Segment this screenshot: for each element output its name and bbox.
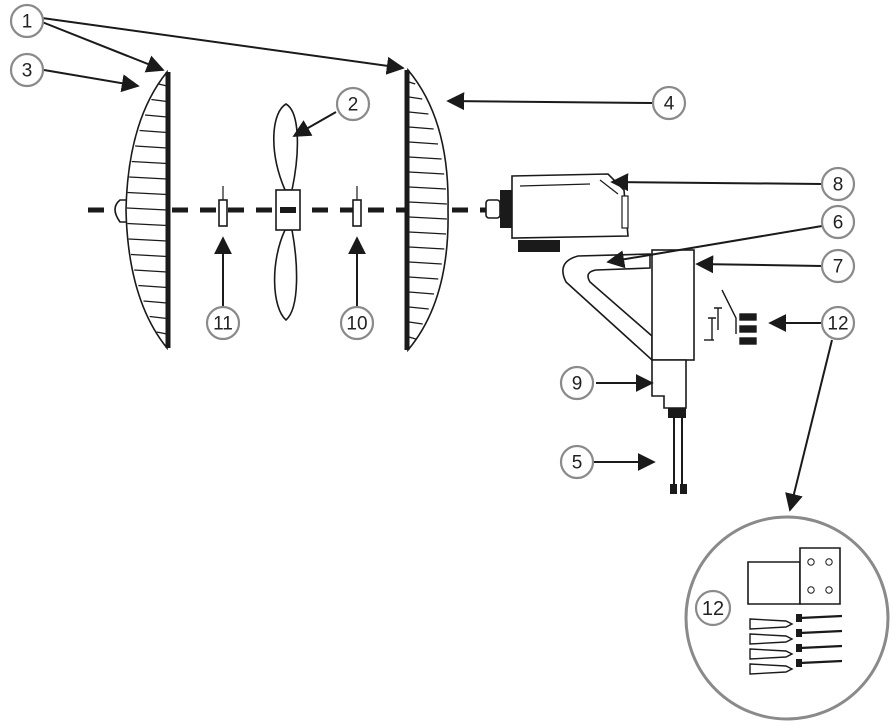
callout-11-label: 11 [213, 314, 233, 335]
callout-7: 7 [820, 248, 856, 284]
callout-11: 11 [205, 305, 241, 341]
callout-9: 9 [559, 365, 595, 401]
front-spinner [218, 186, 228, 227]
callout-2-label: 2 [348, 95, 359, 116]
callout-3: 3 [9, 52, 45, 88]
front-guard [114, 69, 171, 351]
callout-12: 12 [820, 305, 856, 341]
callout-10-label: 10 [346, 314, 367, 335]
wall-anchors [749, 618, 794, 675]
callout-1: 1 [9, 3, 45, 39]
leader-lines [41, 17, 833, 512]
callout-8: 8 [820, 166, 856, 202]
screws [796, 614, 843, 667]
callout-8-label: 8 [833, 175, 844, 196]
callout-10: 10 [339, 305, 375, 341]
rear-spinner [352, 186, 362, 227]
callout-1-label: 1 [22, 12, 33, 33]
inset-callout-12: 12 [694, 589, 732, 627]
callout-6: 6 [820, 204, 856, 240]
callout-4-label: 4 [664, 94, 675, 115]
small-mounting-hardware [704, 289, 757, 345]
callout-3-label: 3 [22, 61, 33, 82]
callout-6-label: 6 [833, 213, 844, 234]
rear-guard [404, 67, 449, 353]
callout-7-label: 7 [833, 257, 844, 278]
callout-9-label: 9 [572, 374, 583, 395]
callout-5: 5 [559, 444, 595, 480]
wall-mount-assembly [562, 249, 695, 494]
wall-bracket-plate [747, 547, 841, 605]
fan-blade [273, 103, 301, 322]
inset-callout-label: 12 [702, 598, 724, 620]
motor-housing [485, 173, 629, 252]
mounting-hardware-inset [684, 515, 890, 721]
callout-12-label: 12 [827, 314, 848, 335]
callout-4: 4 [651, 85, 687, 121]
callout-5-label: 5 [572, 453, 583, 474]
callout-2: 2 [335, 86, 371, 122]
